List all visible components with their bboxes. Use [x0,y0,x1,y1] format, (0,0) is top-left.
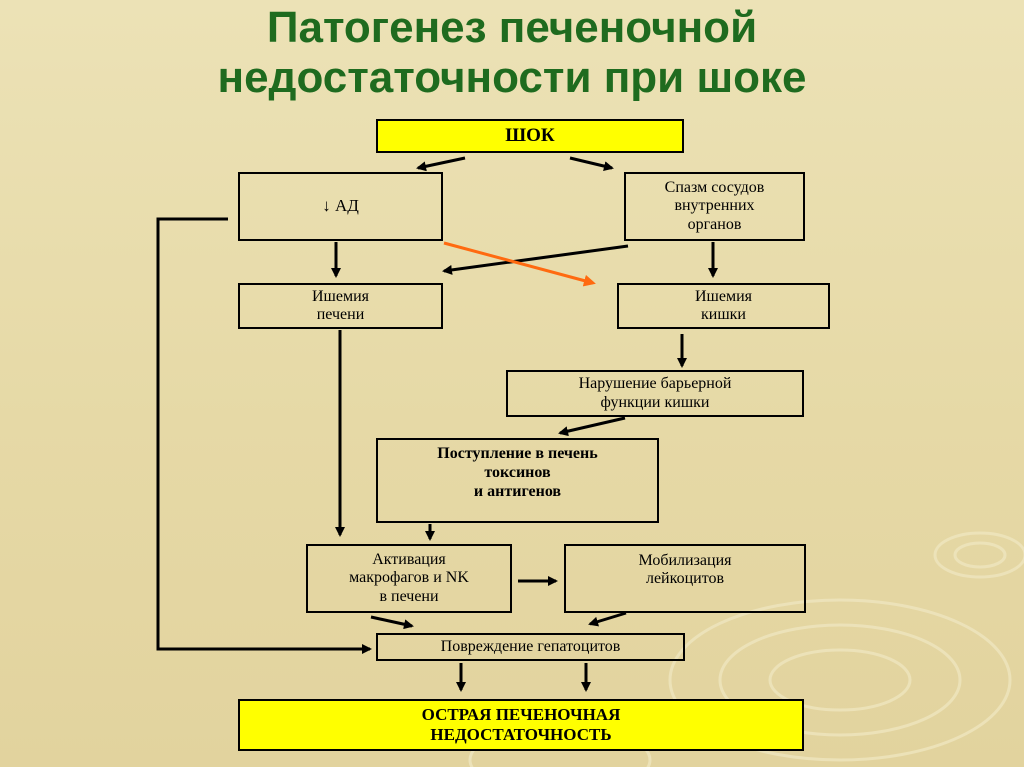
arrow-leukocytes-to-hepatocytes [588,611,627,627]
node-leukocyte-mobilization: Мобилизация лейкоцитов [564,544,806,613]
node-toxins-influx-label: Поступление в печень токсинов и антигено… [437,445,598,501]
arrow-bp-to-gut-ischemia [443,241,596,287]
node-barrier-dysfunction-label: Нарушение барьерной функции кишки [578,375,732,411]
node-shock-label: ШОК [505,124,555,146]
node-shock: ШОК [376,119,684,153]
node-low-bp: ↓ АД [238,172,443,241]
node-acute-liver-failure-label: ОСТРАЯ ПЕЧЕНОЧНАЯ НЕДОСТАТОЧНОСТЬ [421,704,621,744]
node-gut-ischemia: Ишемия кишки [617,283,830,329]
node-leukocyte-mobilization-label: Мобилизация лейкоцитов [638,552,732,588]
node-toxins-influx: Поступление в печень токсинов и антигено… [376,438,659,523]
node-vasospasm: Спазм сосудов внутренних органов [624,172,805,241]
arrow-bp-bypass-to-hepatocytes [156,217,372,654]
node-macrophage-activation: Активация макрофагов и NK в печени [306,544,512,613]
node-liver-ischemia: Ишемия печени [238,283,443,329]
arrow-spasm-to-liver-ischemia [442,244,629,275]
arrow-shock-to-bp [416,156,466,172]
page-title-line2: недостаточности при шоке [217,53,807,102]
arrow-shock-to-spasm [569,156,614,172]
page-title-line1: Патогенез печеночной [266,3,758,52]
node-hepatocyte-damage-label: Повреждение гепатоцитов [440,638,621,656]
node-liver-ischemia-label: Ишемия печени [311,287,370,323]
node-gut-ischemia-label: Ишемия кишки [694,287,753,323]
arrow-macrophages-to-hepatocytes [370,615,414,630]
node-hepatocyte-damage: Повреждение гепатоцитов [376,633,685,661]
node-vasospasm-label: Спазм сосудов внутренних органов [664,178,765,233]
node-low-bp-label: ↓ АД [322,196,359,215]
arrow-barrier-to-toxins [558,416,626,437]
node-macrophage-activation-label: Активация макрофагов и NK в печени [349,550,469,605]
node-barrier-dysfunction: Нарушение барьерной функции кишки [506,370,804,417]
node-acute-liver-failure: ОСТРАЯ ПЕЧЕНОЧНАЯ НЕДОСТАТОЧНОСТЬ [238,699,804,751]
